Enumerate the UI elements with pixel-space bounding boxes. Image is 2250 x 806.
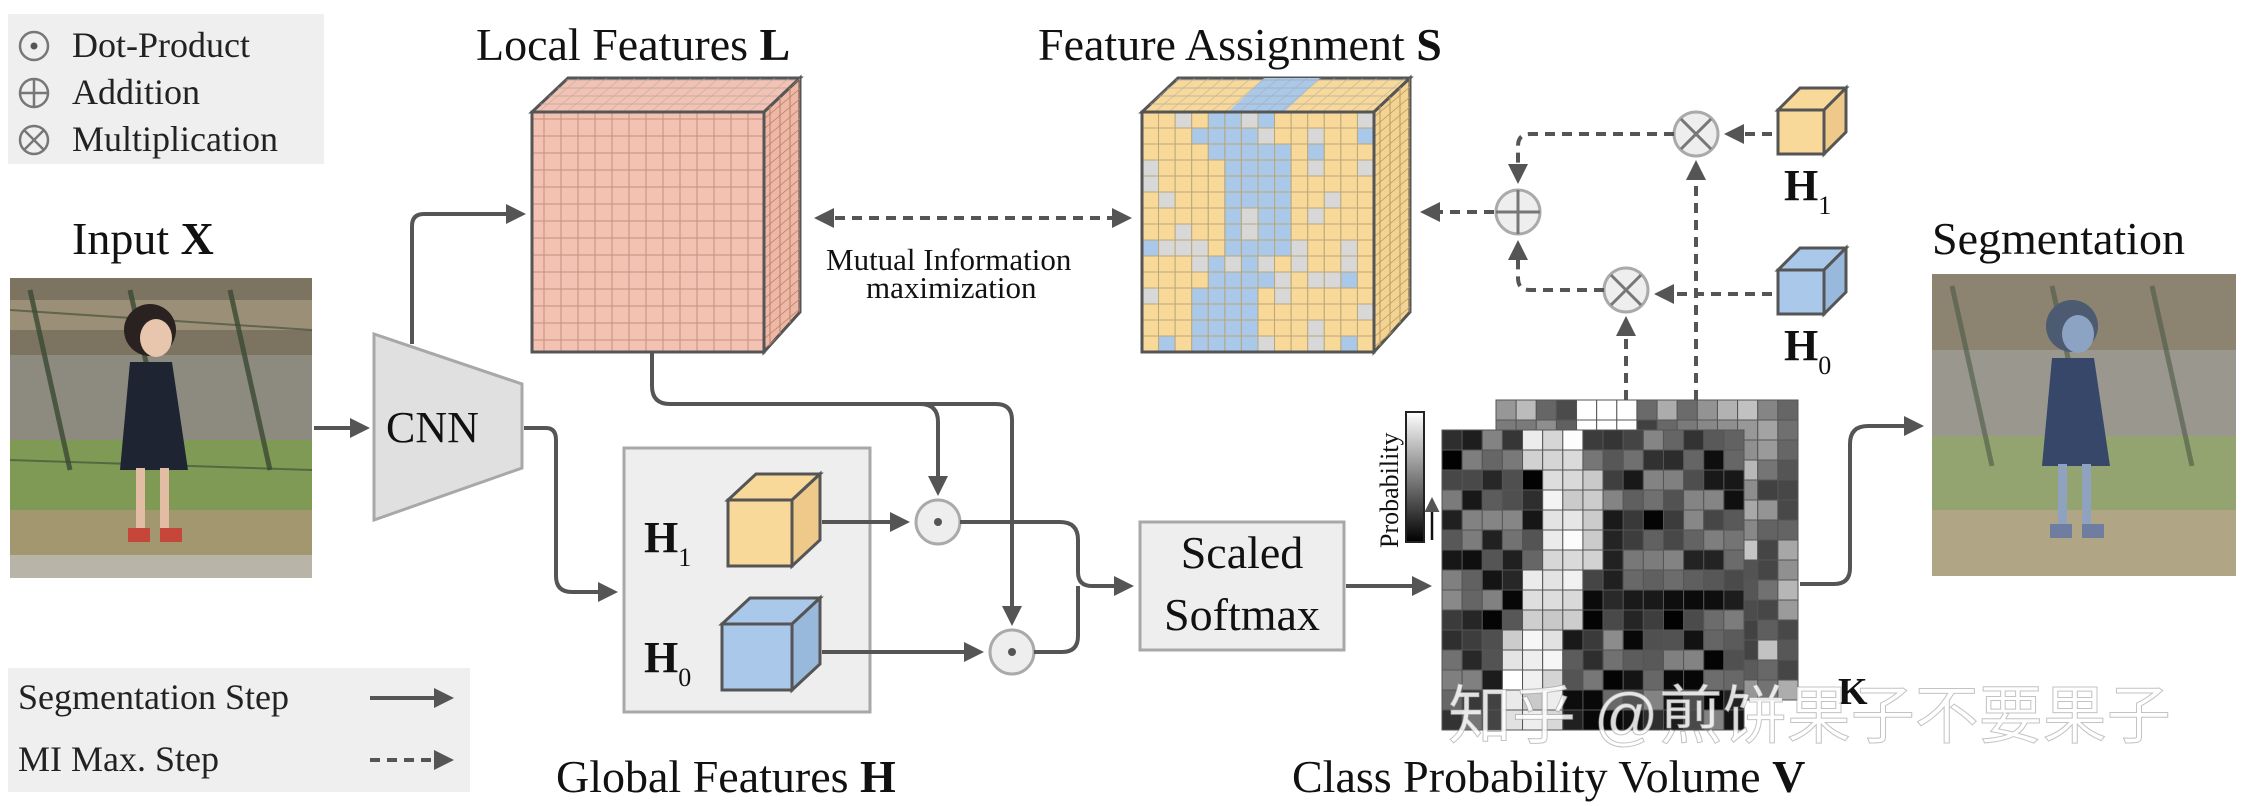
input-title: Input X [72,213,214,264]
operations-legend: Dot-Product Addition Multiplication [8,14,324,164]
legend-multiplication-label: Multiplication [72,119,278,159]
h1-orange-cube [724,470,824,570]
legend-addition-label: Addition [72,72,200,112]
addition-icon [18,77,50,109]
local-features-title: Local Features L [476,19,790,70]
dashed-connections [1420,124,1772,400]
feature-assignment-title: Feature Assignment S [1038,19,1442,70]
operations-legend-box [8,14,324,164]
h0-right-cube [1774,244,1850,318]
multiplication-node-top [1672,110,1720,158]
class-probability-title: Class Probability Volume V [1292,751,1805,802]
local-to-dot1-arrow [650,352,948,496]
probability-front-layer [1441,429,1745,731]
dot1-to-softmax-arrow [960,520,1134,596]
mi-label-line1: Mutual Information [826,242,1072,277]
h0-blue-cube [718,594,824,694]
input-image [9,278,313,578]
volume-to-segmentation-arrow [1800,416,1924,586]
h1-right-label: H1 [1784,161,1831,220]
mi-label-line2: maximization [866,270,1037,305]
probability-scale: Probability [1375,411,1440,548]
multiplication-node-bottom [1602,266,1650,314]
dot-product-node-1 [914,498,962,546]
h0-label: H0 [644,633,691,692]
global-features-title: Global Features H [556,751,896,802]
dot-product-node-2 [988,628,1036,676]
segmentation-image [1932,274,2236,576]
k-label: K [1838,671,1868,713]
multiplication-icon [18,124,50,156]
addition-node [1494,188,1542,236]
legend-segmentation-step-label: Segmentation Step [18,677,289,717]
dot2-to-softmax-arrow [1034,586,1080,654]
cnn-label: CNN [386,403,479,452]
local-to-dot2-arrow [920,402,1022,626]
class-probability-volume: K [1441,399,1868,731]
cnn-to-local-arrow [410,204,526,344]
scaled-softmax-box: Scaled Softmax [1138,520,1346,652]
legend-dot-product-label: Dot-Product [72,25,250,65]
cnn-to-global-arrow [524,426,618,602]
h1-label: H1 [644,513,691,572]
legend-mi-step-label: MI Max. Step [18,739,219,779]
probability-label: Probability [1375,432,1404,548]
cnn-block: CNN [372,331,524,523]
mul-top-to-add-arrow [1508,132,1674,184]
scaled-label: Scaled [1181,527,1304,578]
feature-assignment-cube [1138,74,1414,356]
steps-legend-box [8,668,470,792]
watermark-text: 知乎 @煎饼果子不要果子 [1448,680,2171,752]
solid-connections [314,204,1924,662]
global-features-box: H1 H0 [622,446,872,714]
probability-gradient-bar [1405,411,1425,543]
h0-right-label: H0 [1784,321,1831,380]
segmentation-title: Segmentation [1932,213,2185,264]
local-features-cube [528,74,804,356]
steps-legend: Segmentation Step MI Max. Step [8,668,470,792]
mul-bottom-to-add-arrow [1508,240,1604,292]
softmax-label: Softmax [1164,589,1320,640]
dot-product-icon [18,30,50,62]
h1-right-cube [1774,84,1850,158]
feature-assignment-grid [1141,111,1375,353]
